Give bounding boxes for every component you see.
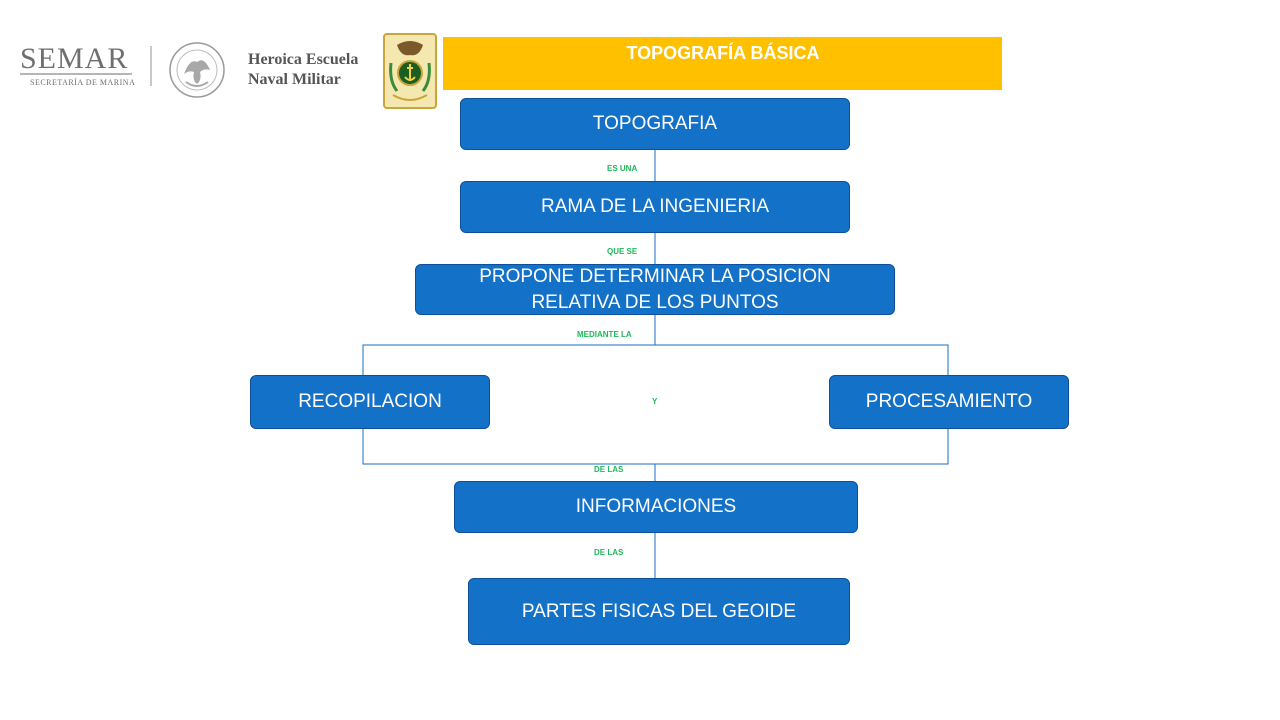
- node-topografia: TOPOGRAFIA: [460, 98, 850, 150]
- label-que-se: QUE SE: [607, 247, 638, 256]
- title-banner: [443, 37, 1002, 90]
- node-informaciones: INFORMACIONES: [454, 481, 858, 533]
- node-partes-fisicas-del-geoide: PARTES FISICAS DEL GEOIDE: [468, 578, 850, 645]
- school-name: Heroica Escuela Naval Militar: [248, 50, 358, 90]
- label-de-las-2: DE LAS: [594, 548, 624, 557]
- banner-title: TOPOGRAFÍA BÁSICA: [626, 43, 820, 63]
- node-procesamiento: PROCESAMIENTO: [829, 375, 1069, 429]
- school-name-line2: Naval Militar: [248, 71, 341, 88]
- node-recopilacion: RECOPILACION: [250, 375, 490, 429]
- semar-logo-rule: [20, 73, 132, 75]
- node-propone-determinar: PROPONE DETERMINAR LA POSICION RELATIVA …: [415, 264, 895, 315]
- label-mediante-la: MEDIANTE LA: [577, 330, 632, 339]
- semar-subtitle: SECRETARÍA DE MARINA: [30, 78, 136, 87]
- label-es-una: ES UNA: [607, 164, 638, 173]
- school-name-line1: Heroica Escuela: [248, 51, 359, 68]
- semar-logo-text: SEMAR: [20, 42, 129, 75]
- national-seal-icon: [169, 42, 225, 98]
- label-de-las-1: DE LAS: [594, 465, 624, 474]
- node-rama-de-la-ingenieria: RAMA DE LA INGENIERIA: [460, 181, 850, 233]
- naval-school-crest-icon: [383, 33, 437, 109]
- logo-divider: [150, 46, 152, 86]
- label-y: Y: [652, 397, 658, 406]
